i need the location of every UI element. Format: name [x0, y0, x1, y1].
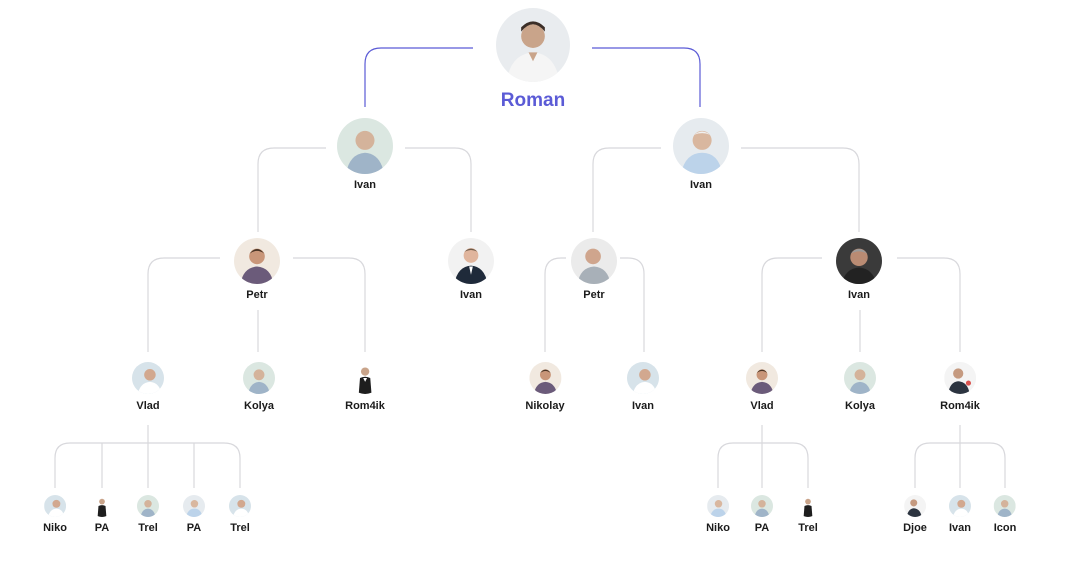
connector-petrR-ivan: [620, 257, 645, 352]
tree-node-pa-right[interactable]: PA: [751, 495, 773, 534]
tree-node-petr-left[interactable]: Petr: [234, 238, 280, 301]
tree-node-nikolay[interactable]: Nikolay: [525, 362, 565, 412]
tree-node-ivan-leaf[interactable]: Ivan: [948, 495, 972, 534]
node-name: Niko: [43, 522, 67, 534]
node-name: Djoe: [903, 522, 927, 534]
tree-node-trel-right[interactable]: Trel: [797, 495, 819, 534]
person-photo-icon: [571, 238, 617, 284]
person-photo-icon: [751, 495, 773, 517]
person-photo-icon: [797, 495, 819, 517]
person-photo-icon: [243, 362, 275, 394]
tree-node-trel-left-1[interactable]: Trel: [137, 495, 159, 534]
node-name: Trel: [798, 522, 818, 534]
node-name: Rom4ik: [940, 400, 980, 412]
connector-petrL-rom4ik: [293, 257, 366, 352]
connector-petrL-vlad: [147, 257, 220, 352]
node-name: Kolya: [244, 400, 274, 412]
node-name: Vlad: [136, 400, 160, 412]
node-name: Vlad: [750, 400, 774, 412]
node-name: Ivan: [847, 289, 870, 301]
tree-node-ivan-right-child[interactable]: Ivan: [836, 238, 882, 301]
tree-node-kolya-left[interactable]: Kolya: [243, 362, 275, 412]
tree-node-petr-right[interactable]: Petr: [571, 238, 617, 301]
tree-node-pa-left-2[interactable]: PA: [183, 495, 205, 534]
connector-rom4ikR-leaves: [914, 425, 1006, 488]
node-name: Trel: [230, 522, 250, 534]
node-name: Niko: [706, 522, 730, 534]
person-photo-icon: [137, 495, 159, 517]
node-name: Rom4ik: [345, 400, 385, 412]
node-name: Trel: [138, 522, 158, 534]
tree-node-kolya-right[interactable]: Kolya: [844, 362, 876, 412]
person-photo-icon: [448, 238, 494, 284]
person-photo-icon: [994, 495, 1016, 517]
node-name: Ivan: [689, 179, 712, 191]
tree-node-ivan-left[interactable]: Ivan: [337, 118, 393, 191]
node-name: Ivan: [353, 179, 376, 191]
connector-ivanR-ivan: [741, 147, 860, 232]
person-photo-icon: [707, 495, 729, 517]
node-name: Kolya: [845, 400, 875, 412]
person-photo-icon: [234, 238, 280, 284]
person-photo-icon: [673, 118, 729, 174]
person-photo-icon: [132, 362, 164, 394]
connector-ivanRC-rom4ik: [897, 257, 961, 352]
person-photo-icon: [229, 495, 251, 517]
tree-node-icon-leaf[interactable]: Icon: [993, 495, 1017, 534]
person-photo-icon: [496, 8, 570, 82]
tree-node-trel-left-2[interactable]: Trel: [229, 495, 251, 534]
connector-vladL-leaves: [54, 425, 241, 488]
person-photo-icon: [44, 495, 66, 517]
person-photo-icon: [528, 362, 561, 394]
connector-ivanL-ivan: [405, 147, 472, 232]
connector-petrR-nikolay: [544, 257, 566, 352]
tree-node-root[interactable]: Roman: [496, 8, 570, 112]
connector-vladR-leaves: [717, 425, 809, 488]
node-name: Ivan: [631, 400, 654, 412]
person-photo-icon: [948, 495, 971, 517]
person-photo-icon: [844, 362, 876, 394]
node-name: Petr: [583, 289, 605, 301]
connector-root-left: [364, 47, 473, 107]
person-photo-icon: [746, 362, 778, 394]
node-name: PA: [186, 522, 202, 534]
tree-node-pa-left-1[interactable]: PA: [91, 495, 113, 534]
tree-node-ivan-right[interactable]: Ivan: [673, 118, 729, 191]
node-name: Roman: [500, 90, 566, 111]
node-name: Nikolay: [525, 400, 565, 412]
person-photo-icon: [91, 495, 113, 517]
tree-node-rom4ik-right[interactable]: Rom4ik: [940, 362, 980, 412]
tree-node-rom4ik-left[interactable]: Rom4ik: [345, 362, 385, 412]
tree-node-ivan-suit[interactable]: Ivan: [448, 238, 494, 301]
connector-ivanL-petr: [257, 147, 326, 232]
person-photo-icon: [627, 362, 659, 394]
node-name: Petr: [246, 289, 268, 301]
tree-node-vlad-left[interactable]: Vlad: [132, 362, 164, 412]
node-name: Icon: [993, 522, 1017, 534]
person-photo-icon: [836, 238, 882, 284]
person-photo-icon: [904, 495, 926, 517]
person-photo-icon: [944, 362, 976, 394]
tree-node-ivan-under-petr[interactable]: Ivan: [627, 362, 659, 412]
tree-node-djoe[interactable]: Djoe: [903, 495, 927, 534]
tree-node-niko-right[interactable]: Niko: [706, 495, 730, 534]
connector-root-right: [592, 47, 701, 107]
tree-node-vlad-right[interactable]: Vlad: [746, 362, 778, 412]
person-photo-icon: [183, 495, 205, 517]
person-photo-icon: [337, 118, 393, 174]
connector-ivanR-petr: [592, 147, 661, 232]
connector-ivanRC-vlad: [761, 257, 822, 352]
node-name: PA: [94, 522, 110, 534]
person-photo-icon: [349, 362, 381, 394]
node-name: Ivan: [948, 522, 972, 534]
node-name: Ivan: [459, 289, 482, 301]
tree-node-niko-left[interactable]: Niko: [43, 495, 67, 534]
node-name: PA: [754, 522, 770, 534]
